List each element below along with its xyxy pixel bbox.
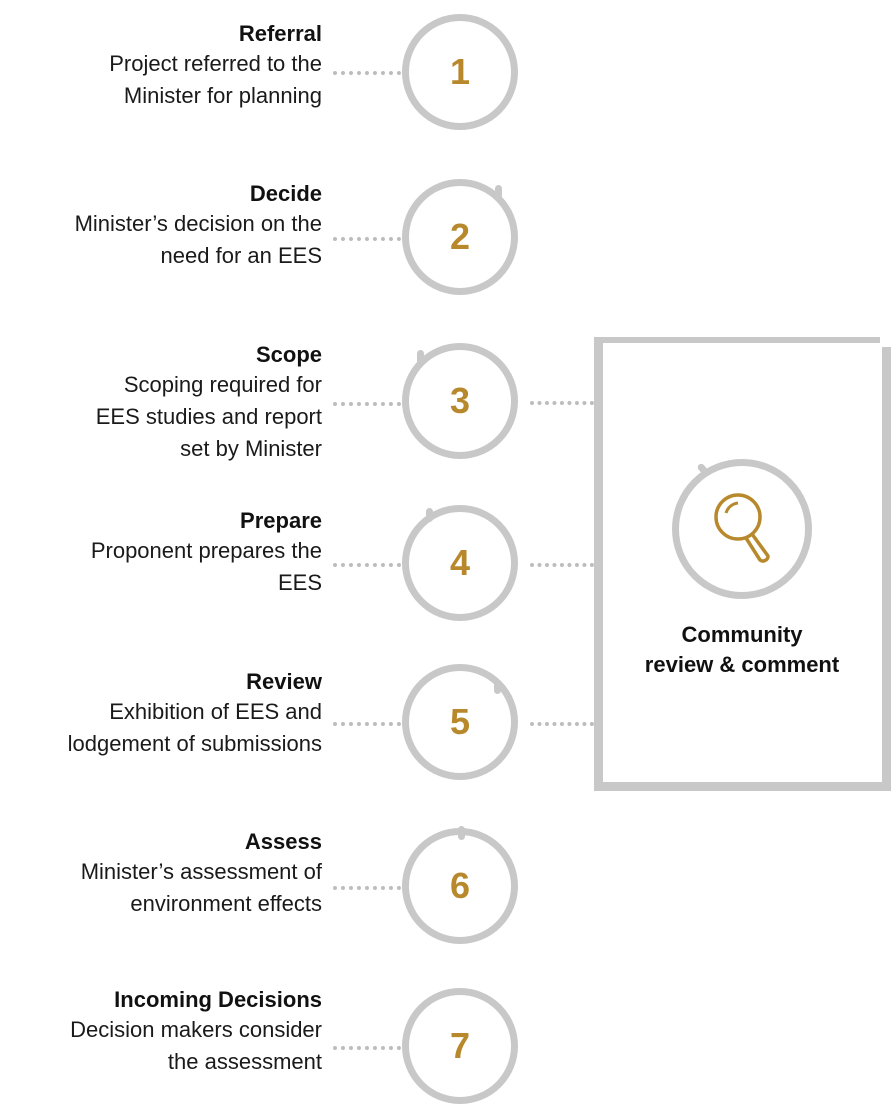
connector-dots <box>333 71 401 75</box>
step-number: 5 <box>449 701 471 742</box>
connector-dots <box>333 563 401 567</box>
step-desc-line: EES <box>277 570 322 595</box>
step-desc-line: the assessment <box>167 1049 322 1074</box>
circle-notch <box>417 350 424 364</box>
step-3-circle: 3 <box>402 343 518 459</box>
community-review-box <box>594 333 894 791</box>
step-1-text: Referral Project referred to the Ministe… <box>0 20 322 112</box>
step-desc-line: EES studies and report <box>95 404 322 429</box>
step-title: Referral <box>238 21 322 46</box>
step-desc-line: Scoping required for <box>123 372 322 397</box>
step-desc-line: lodgement of submissions <box>67 731 322 756</box>
box-corner-gap <box>880 333 894 347</box>
connector-dots <box>333 1046 401 1050</box>
step-number: 3 <box>449 380 471 421</box>
review-title-line: Community <box>681 622 803 647</box>
step-desc-line: Exhibition of EES and <box>109 699 322 724</box>
connector-dots <box>530 722 594 726</box>
step-desc-line: Decision makers consider <box>70 1017 322 1042</box>
step-title: Incoming Decisions <box>114 987 322 1012</box>
step-desc-line: Proponent prepares the <box>90 538 322 563</box>
connector-dots <box>333 402 401 406</box>
step-7-text: Incoming Decisions Decision makers consi… <box>0 986 322 1078</box>
step-6-circle: 6 <box>402 828 518 944</box>
step-number: 6 <box>449 865 471 906</box>
connector-dots <box>333 237 401 241</box>
step-number: 7 <box>449 1025 471 1066</box>
connector-dots <box>333 722 401 726</box>
step-2-circle: 2 <box>402 179 518 295</box>
step-number: 1 <box>449 51 471 92</box>
circle-notch <box>426 508 433 522</box>
connector-dots <box>333 886 401 890</box>
step-desc-line: need for an EES <box>160 243 322 268</box>
step-desc-line: Minister’s decision on the <box>74 211 322 236</box>
circle-notch <box>495 185 502 199</box>
step-desc-line: set by Minister <box>180 436 322 461</box>
step-desc-line: Minister’s assessment of <box>80 859 322 884</box>
community-review-title: Community review & comment <box>596 620 888 680</box>
step-title: Decide <box>249 181 322 206</box>
step-number: 4 <box>449 542 471 583</box>
step-7-circle: 7 <box>402 988 518 1104</box>
connector-dots <box>530 563 594 567</box>
step-5-circle: 5 <box>402 664 518 780</box>
step-desc-line: environment effects <box>130 891 322 916</box>
step-5-text: Review Exhibition of EES and lodgement o… <box>0 668 322 760</box>
magnifying-glass-icon <box>714 493 770 563</box>
review-title-line: review & comment <box>644 652 840 677</box>
step-4-circle: 4 <box>402 505 518 621</box>
step-1-circle: 1 <box>402 14 518 130</box>
step-title: Scope <box>255 342 322 367</box>
step-title: Prepare <box>240 508 322 533</box>
circle-notch <box>458 826 465 840</box>
step-desc-line: Project referred to the <box>109 51 322 76</box>
connector-dots <box>530 401 594 405</box>
step-4-text: Prepare Proponent prepares the EES <box>0 507 322 599</box>
icon-circle <box>672 459 812 599</box>
step-number: 2 <box>449 216 471 257</box>
step-title: Review <box>246 669 322 694</box>
step-2-text: Decide Minister’s decision on the need f… <box>0 180 322 272</box>
circle-notch <box>494 680 501 694</box>
step-title: Assess <box>244 829 322 854</box>
step-6-text: Assess Minister’s assessment of environm… <box>0 828 322 920</box>
step-desc-line: Minister for planning <box>123 83 322 108</box>
step-3-text: Scope Scoping required for EES studies a… <box>0 341 322 465</box>
